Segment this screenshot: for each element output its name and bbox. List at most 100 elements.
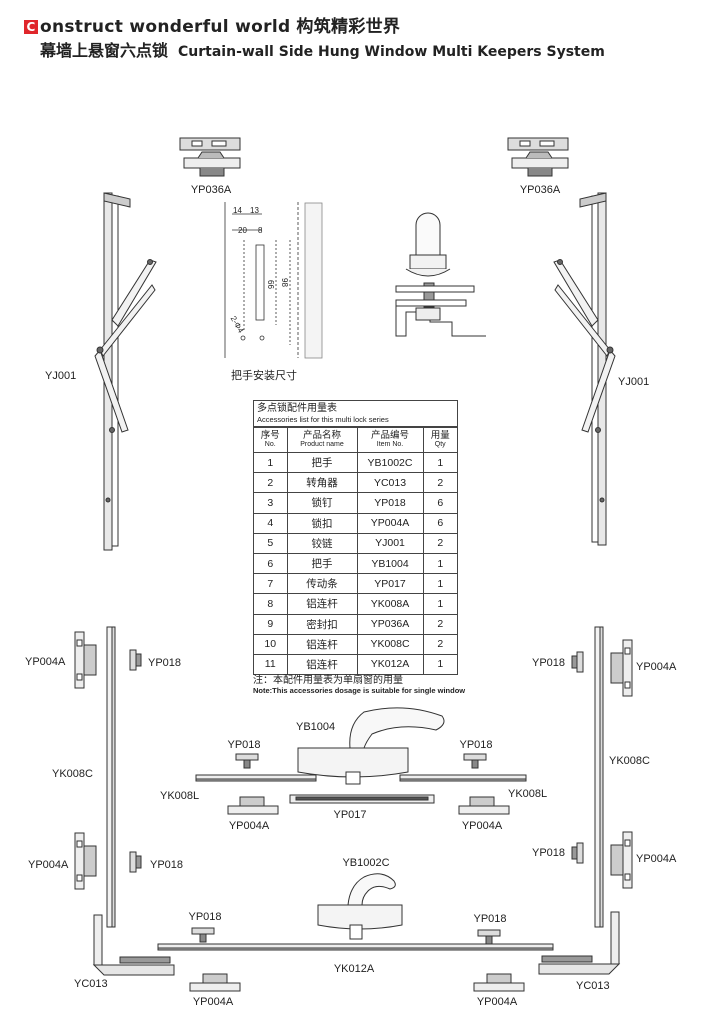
handle-install-caption: 把手安装尺寸: [231, 370, 297, 382]
yp004a-center-1: [227, 796, 279, 815]
brand-en: onstruct wonderful world: [40, 17, 291, 37]
yk008c-rod-left: [106, 626, 116, 928]
label-yk008c-right: YK008C: [609, 755, 650, 767]
label-yb1002c: YB1002C: [342, 857, 390, 869]
label-yp004a-right-2: YP004A: [636, 853, 677, 865]
yp018-pin-bottom-2: [477, 929, 501, 945]
yb1002c-handle: [317, 873, 403, 940]
label-yp036a-right: YP036A: [519, 184, 561, 196]
label-yp004a-center-2: YP004A: [461, 820, 503, 832]
yp004a-bottom-2: [473, 973, 525, 992]
label-yp018-bottom-2: YP018: [473, 913, 507, 925]
yp004a-center-2: [458, 796, 510, 815]
dim-8: 8: [258, 226, 263, 235]
label-yp018-right-1: YP018: [532, 657, 566, 669]
yp004a-side-left-2: [74, 832, 97, 890]
dim-98: 98: [279, 278, 289, 287]
label-yp004a-left-2: YP004A: [28, 859, 69, 871]
handle-section-view: [395, 212, 486, 337]
label-yb1004: YB1004: [296, 721, 336, 733]
label-yc013-left: YC013: [74, 978, 108, 990]
dim-66: 66: [265, 280, 275, 289]
yj001-hinge-left: [94, 192, 157, 551]
label-yp018-center-1: YP018: [227, 739, 261, 751]
yp004a-side-right-1: [610, 639, 633, 697]
yk008c-rod-right: [594, 626, 604, 928]
yp018-pin-right-2: [571, 842, 584, 864]
yb1004-handle: [297, 707, 445, 785]
label-yp004a-bottom-1: YP004A: [192, 996, 234, 1008]
label-yk012a: YK012A: [333, 963, 375, 975]
label-yp018-bottom-1: YP018: [188, 911, 222, 923]
label-yp004a-bottom-2: YP004A: [476, 996, 518, 1008]
yp004a-bottom-1: [189, 973, 241, 992]
yp036a-part-left: [179, 137, 241, 177]
label-yp004a-left-1: YP004A: [25, 656, 66, 668]
yp018-pin-center-2: [463, 753, 487, 769]
page-title: 幕墙上悬窗六点锁 Curtain-wall Side Hung Window Mu…: [40, 37, 605, 61]
brand-cn: 构筑精彩世界: [296, 17, 401, 37]
label-yk008l-right: YK008L: [508, 788, 548, 800]
yk008l-rod-left: [195, 774, 317, 782]
accessories-table: 多点锁配件用量表 Accessories list for this multi…: [253, 400, 458, 676]
yp018-pin-center-1: [235, 753, 259, 769]
yp018-pin-right-1: [571, 651, 584, 673]
yk008l-rod-right: [399, 774, 527, 782]
label-yc013-right: YC013: [576, 980, 610, 992]
table-caption: 多点锁配件用量表 Accessories list for this multi…: [254, 401, 457, 427]
title-en: Curtain-wall Side Hung Window Multi Keep…: [178, 44, 605, 60]
label-yp004a-center-1: YP004A: [228, 820, 270, 832]
label-yp018-left-2: YP018: [150, 859, 184, 871]
dim-20: 20: [238, 226, 247, 235]
table-note-en: Note:This accessories dosage is suitable…: [253, 686, 466, 695]
dim-14: 14: [233, 206, 242, 215]
yp018-pin-left-2: [129, 851, 142, 873]
brand-logo: C: [24, 20, 38, 34]
yc013-corner-right: [538, 911, 621, 975]
label-yp018-right-2: YP018: [532, 847, 566, 859]
yp017-bar: [289, 794, 435, 804]
yp004a-side-right-2: [610, 831, 633, 889]
yp018-pin-bottom-1: [191, 927, 215, 943]
yk012a-rod: [157, 943, 554, 951]
dim-13: 13: [250, 206, 259, 215]
table-title-cn: 多点锁配件用量表: [257, 403, 337, 414]
yj001-hinge-right: [553, 192, 616, 546]
yp004a-side-left-1: [74, 631, 97, 689]
label-yj001-left: YJ001: [45, 370, 77, 382]
label-yj001-right: YJ001: [618, 376, 650, 388]
table-title-en: Accessories list for this multi lock ser…: [257, 415, 389, 424]
yp018-pin-left-1: [129, 649, 142, 671]
handle-install-drawing: [224, 202, 323, 359]
title-cn: 幕墙上悬窗六点锁: [40, 41, 169, 60]
label-yp004a-right-1: YP004A: [636, 661, 677, 673]
label-yk008l-left: YK008L: [160, 790, 200, 802]
label-yp017: YP017: [333, 809, 367, 821]
yc013-corner-left: [92, 914, 175, 976]
label-yp018-center-2: YP018: [459, 739, 493, 751]
table-note-cn: 注：本配件用量表为单扇窗的用量: [253, 675, 403, 686]
yp036a-part-right: [507, 137, 569, 177]
label-yp036a-left: YP036A: [190, 184, 232, 196]
label-yk008c-left: YK008C: [52, 768, 93, 780]
label-yp018-left-1: YP018: [148, 657, 182, 669]
